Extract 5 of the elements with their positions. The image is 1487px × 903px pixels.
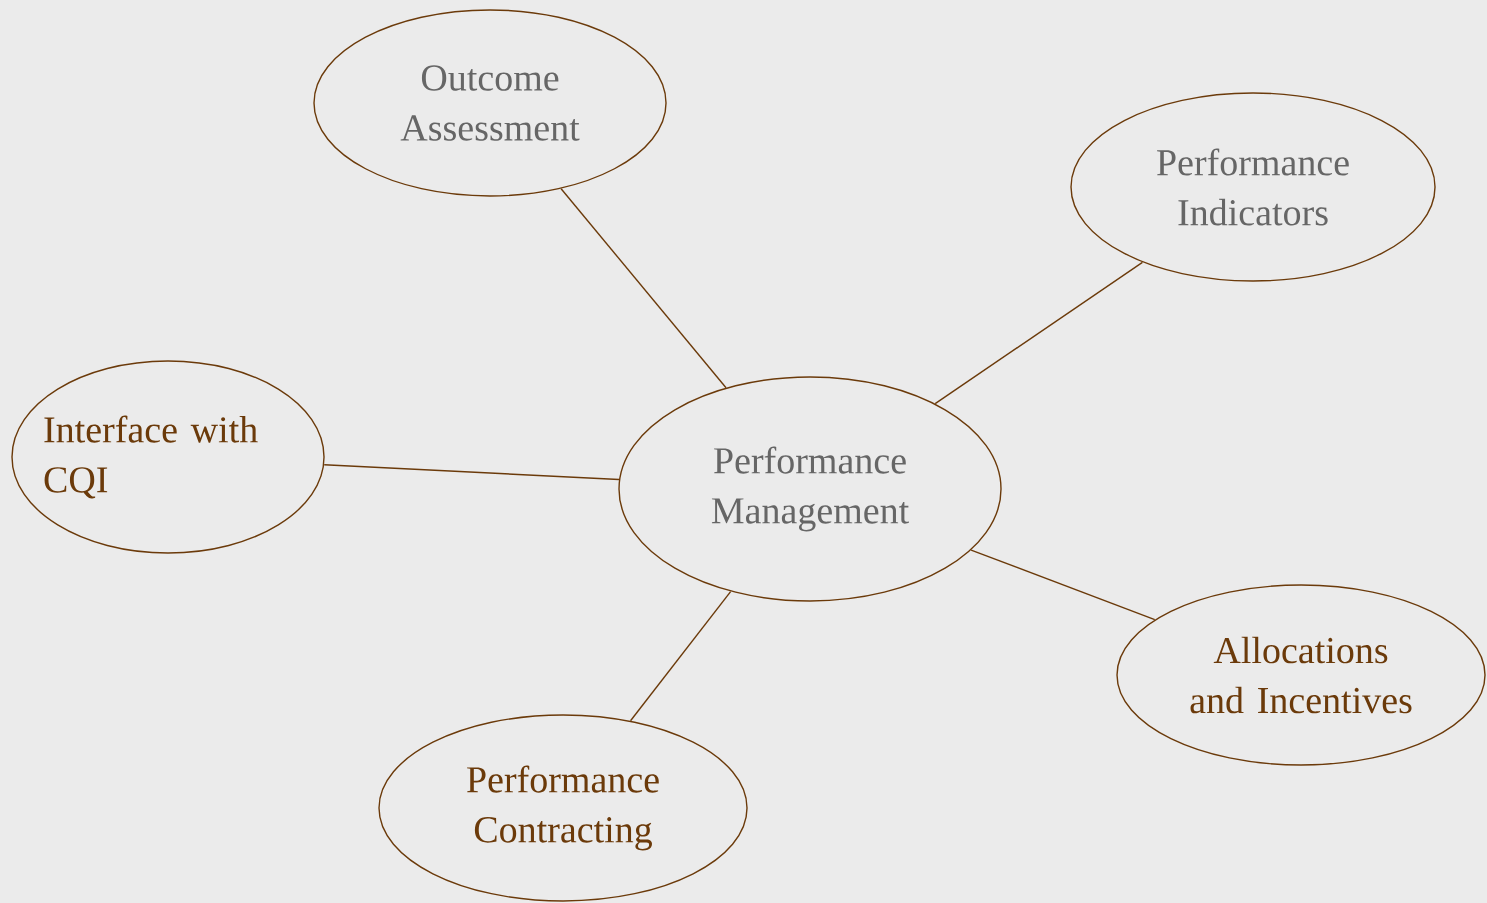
connector-line	[970, 549, 1156, 621]
connector-line	[560, 188, 727, 389]
connector-line	[323, 464, 620, 481]
connector-line	[934, 261, 1144, 405]
connector-line	[629, 590, 732, 722]
